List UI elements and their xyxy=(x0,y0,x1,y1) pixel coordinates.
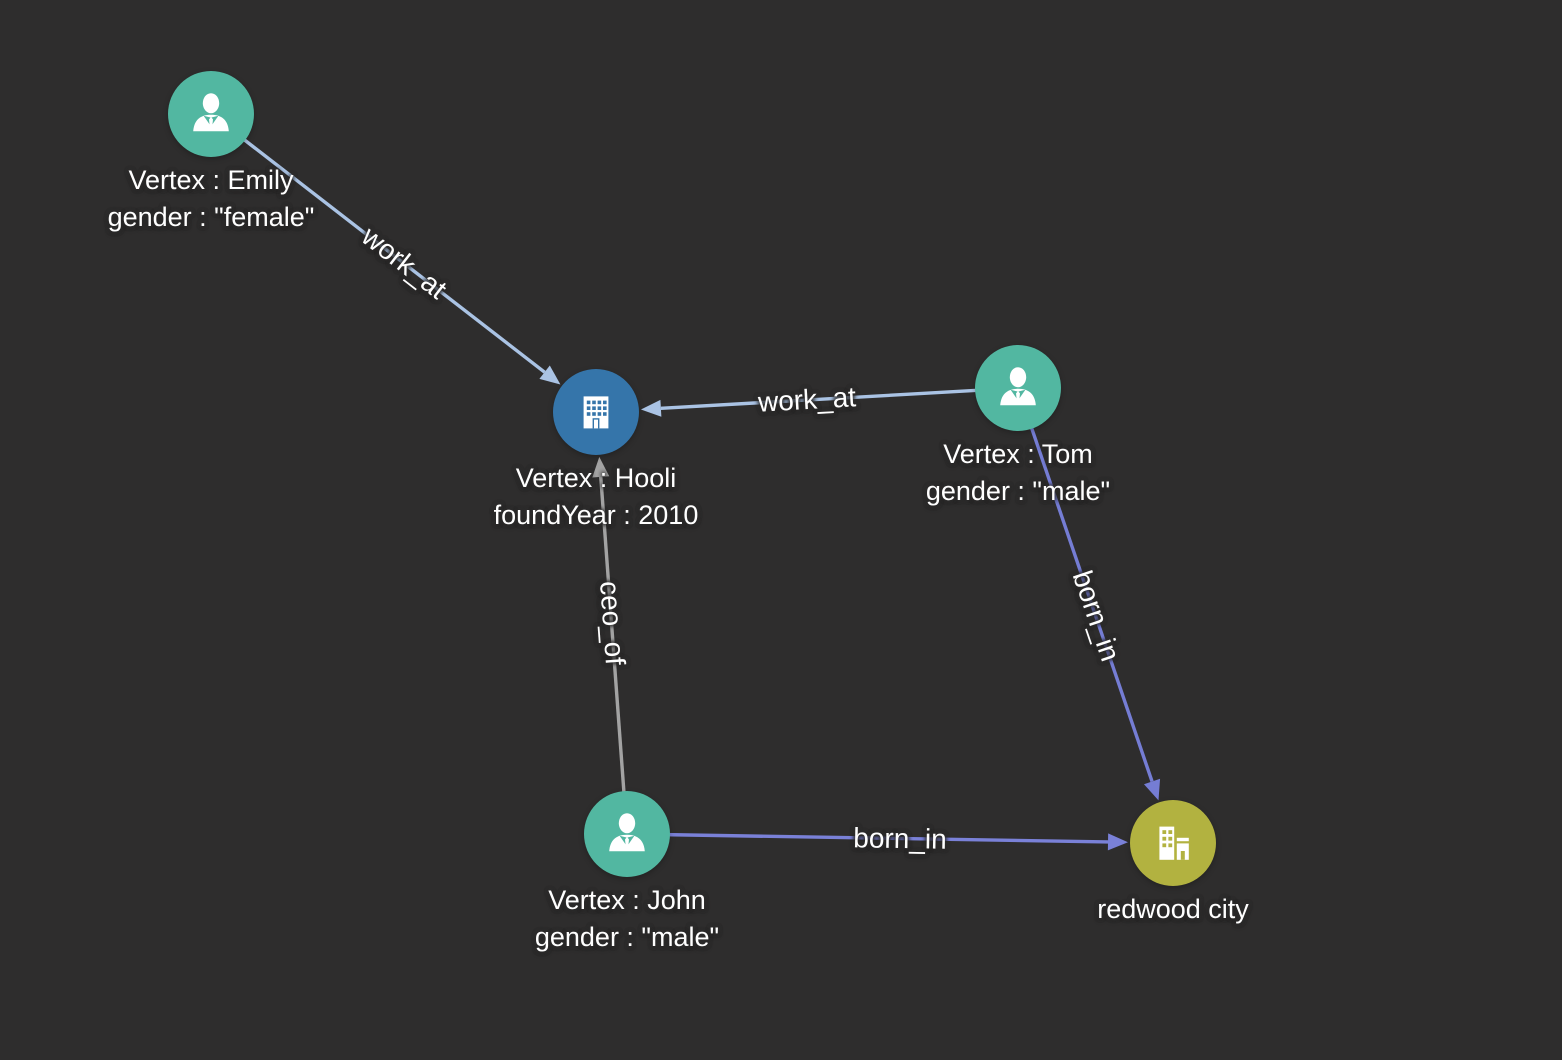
edge-label-work-at-tom-hooli[interactable]: work_at xyxy=(757,381,857,418)
node-title: redwood city xyxy=(1097,894,1249,924)
arrowhead-icon xyxy=(539,365,561,385)
edge-tom-redwood[interactable] xyxy=(1016,387,1161,801)
node-property: foundYear : 2010 xyxy=(493,500,699,530)
person-icon xyxy=(609,813,645,852)
edge-line[interactable] xyxy=(209,112,546,374)
arrowhead-icon xyxy=(1107,833,1129,851)
arrowhead-icon xyxy=(592,456,610,478)
node-property: gender : "male" xyxy=(925,476,1111,506)
node-redwood-city[interactable]: redwood city xyxy=(1097,800,1249,924)
node-circle[interactable] xyxy=(553,369,639,455)
edge-line[interactable] xyxy=(626,832,1109,844)
node-circle[interactable] xyxy=(975,345,1061,431)
edge-line[interactable] xyxy=(1016,387,1154,783)
city-buildings-icon xyxy=(1159,826,1189,860)
edge-label-ceo-of-john-hooli[interactable]: ceo_of xyxy=(593,579,631,667)
node-label: Vertex : John gender : "male" xyxy=(535,882,719,956)
node-circle[interactable] xyxy=(584,791,670,877)
node-property: gender : "female" xyxy=(107,202,315,232)
edge-emily-hooli[interactable] xyxy=(209,112,561,385)
person-icon xyxy=(1000,367,1036,406)
office-building-icon xyxy=(583,396,609,429)
edge-line[interactable] xyxy=(599,476,629,835)
node-title: Vertex : John xyxy=(548,885,706,915)
node-label: redwood city xyxy=(1097,891,1249,928)
node-tom[interactable]: Vertex : Tom gender : "male" xyxy=(926,345,1110,506)
node-circle[interactable] xyxy=(168,71,254,157)
edge-john-hooli[interactable] xyxy=(592,456,629,835)
node-property: gender : "male" xyxy=(534,922,720,952)
node-emily[interactable]: Vertex : Emily gender : "female" xyxy=(108,71,314,232)
person-icon xyxy=(193,93,229,132)
node-hooli[interactable]: Vertex : Hooli foundYear : 2010 xyxy=(494,369,698,530)
arrowhead-icon xyxy=(640,399,662,417)
node-label: Vertex : Hooli foundYear : 2010 xyxy=(494,460,699,534)
node-title: Vertex : Tom xyxy=(943,439,1093,469)
arrowhead-icon xyxy=(1143,778,1161,801)
edge-line[interactable] xyxy=(660,386,1019,411)
node-circle[interactable] xyxy=(1130,800,1216,886)
edge-label-born-in-john-redwood[interactable]: born_in xyxy=(853,821,947,855)
node-title: Vertex : Hooli xyxy=(515,463,677,493)
node-label: Vertex : Emily gender : "female" xyxy=(108,162,315,236)
node-john[interactable]: Vertex : John gender : "male" xyxy=(535,791,719,952)
edge-john-redwood[interactable] xyxy=(626,832,1129,851)
edge-tom-hooli[interactable] xyxy=(640,386,1019,417)
node-title: Vertex : Emily xyxy=(128,165,294,195)
node-label: Vertex : Tom gender : "male" xyxy=(926,436,1110,510)
